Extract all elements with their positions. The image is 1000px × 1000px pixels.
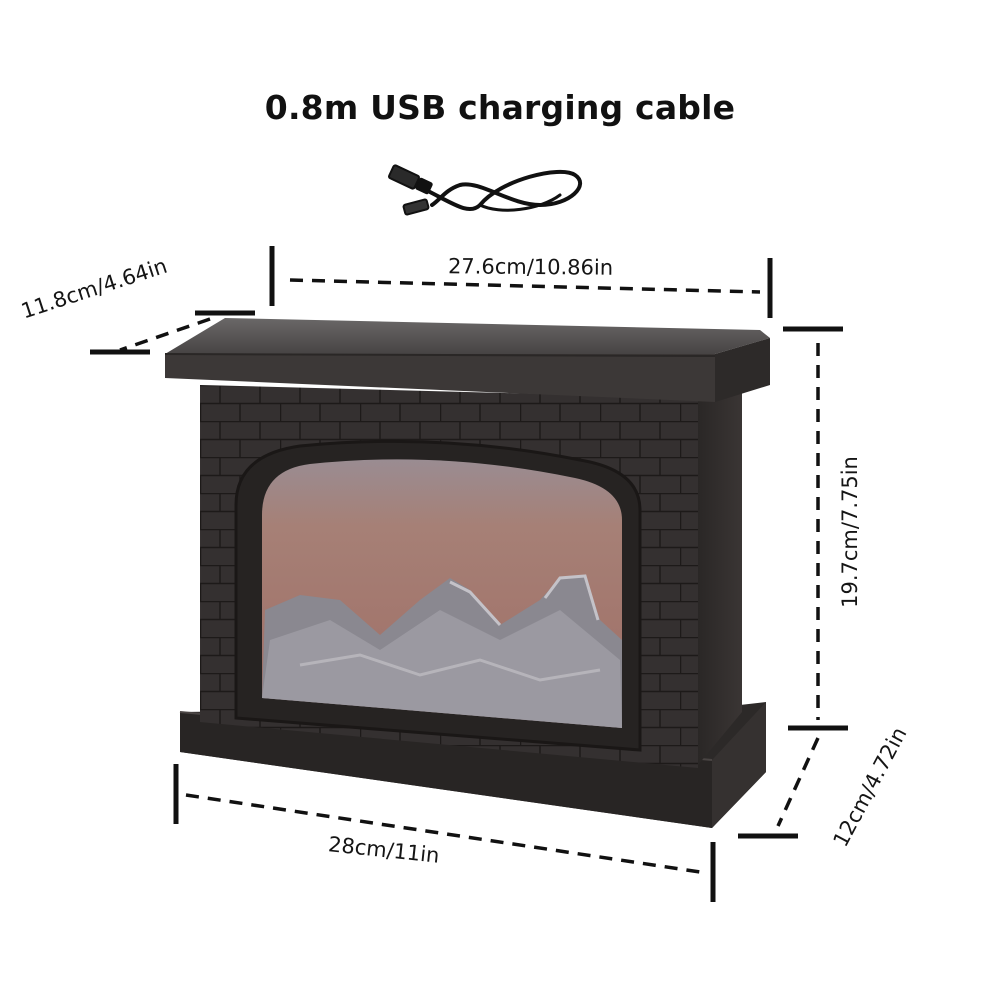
cable-length-title: 0.8m USB charging cable (264, 88, 736, 127)
height-label: 19.7cm/7.75in (838, 456, 862, 608)
top-width-label: 27.6cm/10.86in (447, 254, 614, 280)
fireplace (164, 318, 770, 828)
dimension-line-top-width (269, 246, 773, 318)
dimension-line-base-depth (738, 737, 820, 839)
usb-cable-icon (388, 164, 583, 216)
dimension-line-height (783, 326, 848, 731)
dimension-line-base-width (173, 764, 716, 902)
dimension-line-top-depth (90, 310, 255, 355)
